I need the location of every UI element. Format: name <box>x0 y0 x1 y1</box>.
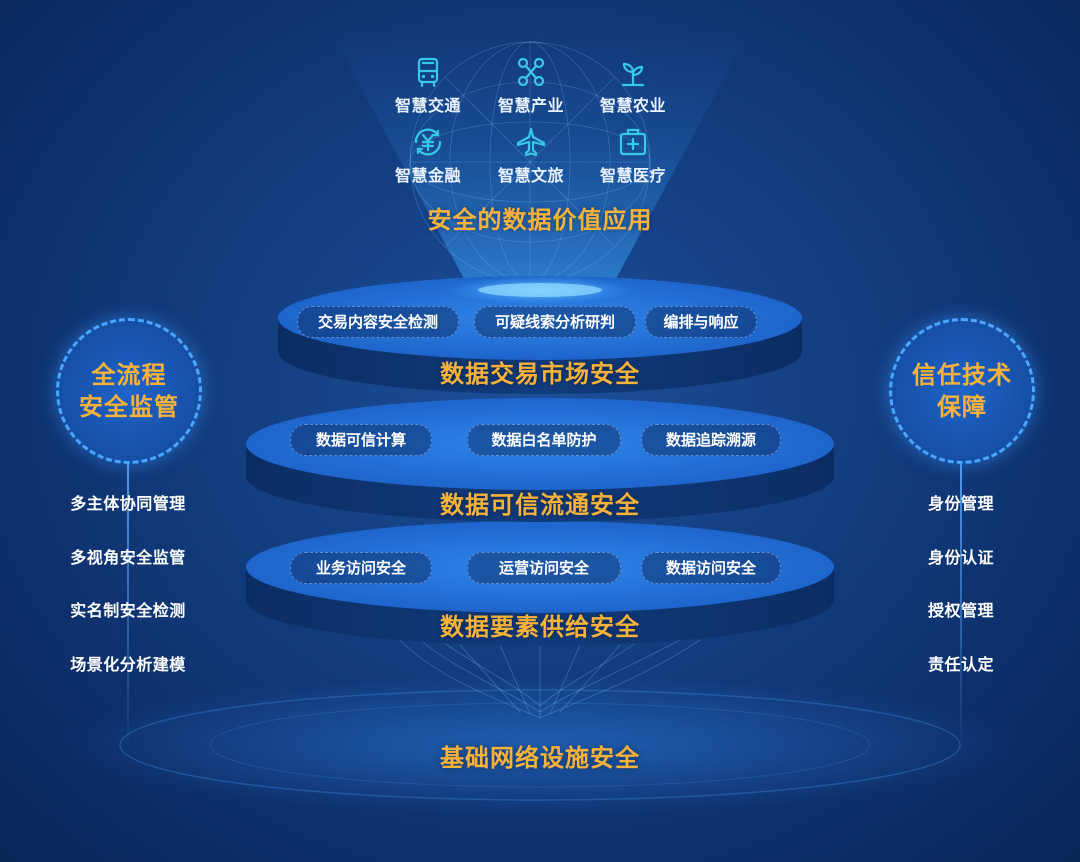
right-pillar-item: 授权管理 <box>927 601 994 620</box>
left-pillar-badge: 全流程 安全监管 <box>56 318 202 464</box>
disk-2-top <box>246 398 834 490</box>
disk-1-top <box>278 276 802 360</box>
app-label: 智慧文旅 <box>497 166 564 185</box>
sprout-icon <box>621 62 645 87</box>
disk-2-side <box>246 444 834 522</box>
layer-title: 数据可信流通安全 <box>440 491 640 519</box>
right-pillar-title: 信任技术 <box>912 361 1012 389</box>
left-pillar-item: 多主体协同管理 <box>70 494 186 513</box>
disk-3-side <box>246 567 834 646</box>
left-pillar-item: 场景化分析建模 <box>70 655 186 674</box>
capability-pill: 可疑线索分析研判 <box>474 306 636 338</box>
right-pillar-item: 身份管理 <box>927 494 994 513</box>
capability-pill: 数据追踪溯源 <box>641 424 781 456</box>
layer-title: 数据交易市场安全 <box>440 360 640 388</box>
capability-pill: 数据白名单防护 <box>467 424 621 456</box>
bus-icon <box>417 57 439 88</box>
capability-pill: 交易内容安全检测 <box>297 306 459 338</box>
left-pillar-item: 实名制安全检测 <box>70 601 186 620</box>
app-smart-industry: 智慧产业 <box>476 56 586 116</box>
app-smart-medical: 智慧医疗 <box>578 126 688 186</box>
base-title: 基础网络设施安全 <box>440 744 640 772</box>
capability-pill: 业务访问安全 <box>290 552 432 584</box>
app-label: 智慧医疗 <box>599 166 666 185</box>
app-smart-finance: 智慧金融 <box>373 126 483 186</box>
app-label: 智慧交通 <box>394 96 461 115</box>
app-smart-tourism: 智慧文旅 <box>476 126 586 186</box>
apps-title: 安全的数据价值应用 <box>427 206 653 234</box>
yuan-icon <box>414 128 442 156</box>
capability-pill: 运营访问安全 <box>467 552 621 584</box>
app-label: 智慧金融 <box>394 166 461 185</box>
capability-pill: 数据访问安全 <box>641 552 781 584</box>
left-pillar-title: 安全监管 <box>79 393 179 421</box>
app-label: 智慧农业 <box>599 96 666 115</box>
right-pillar-title: 保障 <box>937 393 987 421</box>
left-pillar-item: 多视角安全监管 <box>70 548 186 567</box>
app-smart-agriculture: 智慧农业 <box>578 56 688 116</box>
layer-title: 数据要素供给安全 <box>440 613 640 641</box>
left-connector-line <box>127 455 129 755</box>
app-smart-transport: 智慧交通 <box>373 56 483 116</box>
capability-pill: 数据可信计算 <box>290 424 432 456</box>
right-connector-line <box>960 455 962 755</box>
right-pillar-item: 责任认定 <box>927 655 994 674</box>
right-pillar-badge: 信任技术 保障 <box>889 318 1035 464</box>
capability-pill: 编排与响应 <box>645 306 757 338</box>
disk-3-top <box>246 521 834 613</box>
app-label: 智慧产业 <box>497 96 564 115</box>
medical-icon <box>619 128 647 156</box>
funnel-mesh <box>399 639 701 719</box>
disk-1-side <box>278 318 802 394</box>
left-pillar-title: 全流程 <box>91 361 167 389</box>
right-pillar-item: 身份认证 <box>927 548 994 567</box>
network-icon <box>517 57 545 87</box>
plane-icon <box>516 127 546 157</box>
